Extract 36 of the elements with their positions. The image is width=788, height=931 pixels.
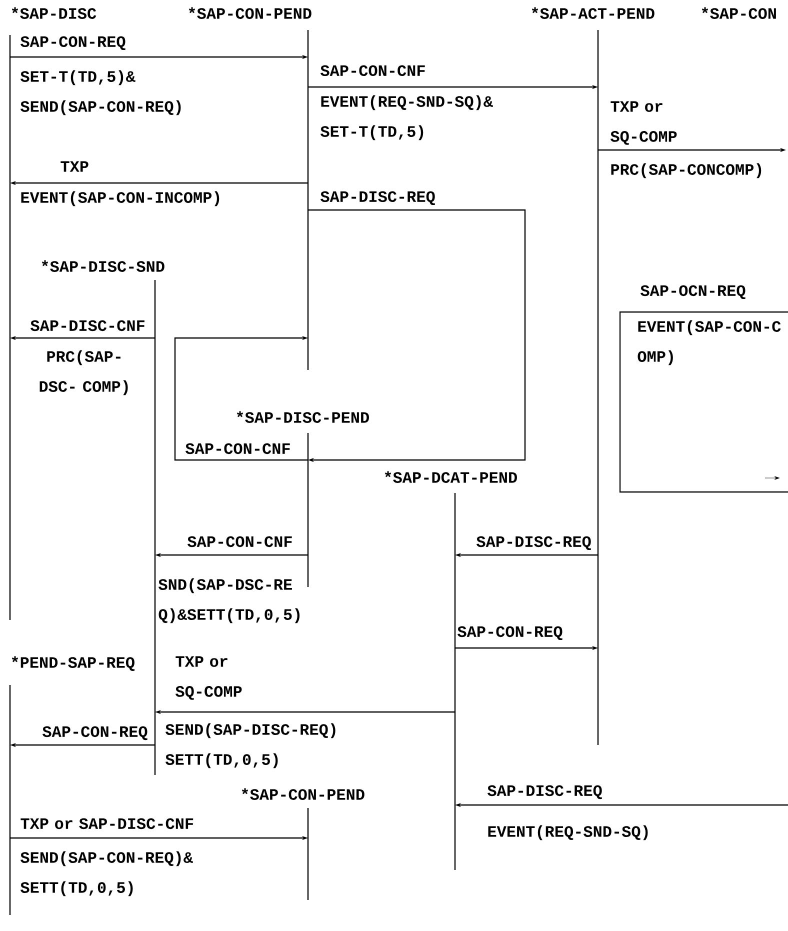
event-label: SAP-OCN-REQ (640, 285, 746, 300)
state-label: *PEND-SAP-REQ (12, 656, 135, 671)
action-text: PRC(SAP-DSC- COMP) (40, 350, 128, 396)
state-label: *SAP-ACT-PEND (532, 7, 654, 19)
edge-label: TXP or SQ-COMP (176, 656, 242, 700)
edge-label: SAP-CON-REQ (42, 726, 148, 740)
action-text: EVENT(REQ-SND-SQ) (488, 825, 648, 840)
state-label: *SAP-DISC-SND (42, 260, 164, 272)
state-label: *SAP-DISC-PEND (236, 411, 369, 423)
edge-label: SAP-DISC-CNF (30, 320, 144, 332)
edge-label: SAP-DISC-REQ (320, 191, 435, 206)
state-label: *SAP-CON-PEND (242, 788, 364, 800)
edge-label: SAP-CON-REQ (458, 626, 562, 640)
action-text: PRC(SAP-CONCOMP) (611, 163, 762, 178)
transition-line (308, 209, 526, 462)
state-label: *SAP-CON (702, 7, 776, 19)
edge-label: TXP or SAP-DISC-CNF (20, 818, 194, 830)
edge-label: SAP-CON-REQ (20, 36, 126, 50)
state-label: *SAP-DCAT-PEND (384, 471, 517, 483)
transition-line (174, 336, 308, 461)
edge-label: SAP-DISC-REQ (476, 536, 591, 550)
edge-label: TXP (60, 161, 88, 172)
action-text: SND(SAP-DSC-RE Q)&SETT(TD,0,5) (158, 578, 300, 624)
edge-label: SAP-DISC-REQ (488, 785, 602, 800)
action-text: SET-T(TD,5)& SEND(SAP-CON-REQ) (20, 70, 181, 116)
edge-label: SAP-CON-CNF (186, 443, 290, 454)
action-text: SEND(SAP-DISC-REQ) SETT(TD,0,5) (166, 723, 336, 768)
action-text: SEND(SAP-CON-REQ)& SETT(TD,0,5) (20, 851, 193, 896)
action-text: EVENT(SAP-CON-INCOMP) (21, 191, 220, 206)
edge-label: SAP-CON-CNF (320, 65, 425, 76)
state-label: *SAP-DISC (12, 7, 96, 19)
action-text: EVENT(REQ-SND-SQ)& SET-T(TD,5) (320, 95, 493, 140)
edge-label: SAP-CON-CNF (188, 536, 292, 548)
state-label: *SAP-CON-PEND (188, 7, 312, 19)
edge-label: TXP or SQ-COMP (610, 101, 677, 145)
action-text: EVENT(SAP-CON-C OMP) (638, 320, 781, 366)
